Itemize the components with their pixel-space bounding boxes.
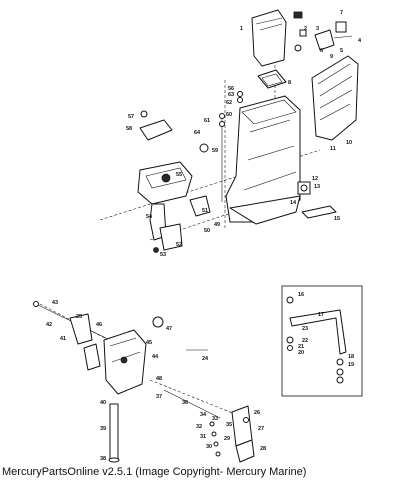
callout-45: 45 (146, 340, 152, 346)
callout-47: 47 (166, 326, 172, 332)
part-drive-shaft-housing (225, 95, 301, 225)
callout-42: 42 (46, 322, 52, 328)
callout-30: 30 (206, 444, 212, 450)
part-knob (152, 316, 164, 328)
part-lower-bracket (153, 195, 211, 253)
callout-18: 18 (348, 354, 354, 360)
callout-49: 49 (214, 222, 220, 228)
callout-14: 14 (290, 200, 297, 206)
callout-13: 13 (314, 184, 320, 190)
callout-39: 39 (100, 426, 106, 432)
callout-22: 22 (302, 338, 308, 344)
callout-29: 29 (224, 436, 230, 442)
callout-61: 61 (204, 118, 210, 124)
callout-57: 57 (128, 114, 134, 120)
part-small-hardware-bottom (209, 421, 221, 457)
callout-31: 31 (200, 434, 206, 440)
callout-38: 38 (100, 456, 106, 462)
callout-8: 8 (288, 80, 291, 86)
callout-43: 43 (52, 300, 58, 306)
callout-27: 27 (258, 426, 264, 432)
callout-41: 41 (60, 336, 66, 342)
part-water-tube-cover (251, 9, 287, 67)
part-pivot-bolt (163, 389, 221, 419)
callout-52: 52 (176, 242, 182, 248)
part-gasket (257, 69, 287, 89)
callout-50: 50 (204, 228, 210, 234)
part-side-cover (311, 55, 359, 141)
callout-9: 9 (330, 54, 333, 60)
image-caption: MercuryPartsOnline v2.5.1 (Image Copyrig… (2, 466, 307, 478)
callout-40: 40 (100, 400, 106, 406)
callout-46: 46 (96, 322, 102, 328)
part-exhaust-cover (139, 110, 173, 141)
callout-6: 6 (320, 48, 323, 54)
callout-15: 15 (334, 216, 340, 222)
callout-34: 34 (200, 412, 207, 418)
callout-35: 35 (226, 422, 232, 428)
callout-51: 51 (202, 208, 208, 214)
callout-5: 5 (340, 48, 343, 54)
part-tiller-tube (108, 403, 120, 463)
callout-16: 16 (298, 292, 304, 298)
callout-60: 60 (226, 112, 232, 118)
callout-10: 10 (346, 140, 352, 146)
callout-36: 36 (182, 400, 188, 406)
callout-3: 3 (316, 26, 319, 32)
part-small-hardware-top (293, 11, 353, 52)
callout-54: 54 (146, 214, 153, 220)
callout-20: 20 (298, 350, 304, 356)
callout-56: 56 (228, 86, 234, 92)
tiller-inset (281, 285, 363, 397)
callout-33: 33 (212, 416, 218, 422)
part-swivel-bracket (103, 329, 147, 395)
callout-48: 48 (156, 376, 162, 382)
callout-7: 7 (340, 10, 343, 16)
callout-labels: 1 2 3 4 5 6 7 8 9 10 11 12 13 14 15 16 1… (46, 10, 362, 462)
callout-55: 55 (176, 172, 182, 178)
callout-32: 32 (196, 424, 202, 430)
part-seal-strip (301, 205, 337, 219)
callout-62: 62 (226, 100, 232, 106)
callout-2: 2 (304, 26, 307, 32)
callout-26: 26 (254, 410, 260, 416)
callout-11: 11 (330, 146, 336, 152)
callout-25: 25 (76, 314, 82, 320)
callout-23: 23 (302, 326, 308, 332)
callout-63: 63 (228, 92, 234, 98)
callout-17: 17 (318, 312, 324, 318)
callout-64: 64 (194, 130, 201, 136)
callout-12: 12 (312, 176, 318, 182)
callout-21: 21 (298, 344, 304, 350)
callout-53: 53 (160, 252, 166, 258)
callout-58: 58 (126, 126, 132, 132)
callout-19: 19 (348, 362, 354, 368)
callout-44: 44 (152, 354, 159, 360)
part-studs-washers (199, 91, 243, 202)
part-rubber-mount (297, 181, 311, 195)
callout-4: 4 (358, 38, 362, 44)
part-adaptor-plate (137, 161, 193, 241)
part-clamp-piece (69, 313, 101, 371)
callout-37: 37 (156, 394, 162, 400)
callout-24: 24 (202, 356, 209, 362)
callout-59: 59 (212, 148, 218, 154)
part-stern-bracket (231, 405, 255, 463)
callout-1: 1 (240, 26, 243, 32)
callout-28: 28 (260, 446, 266, 452)
